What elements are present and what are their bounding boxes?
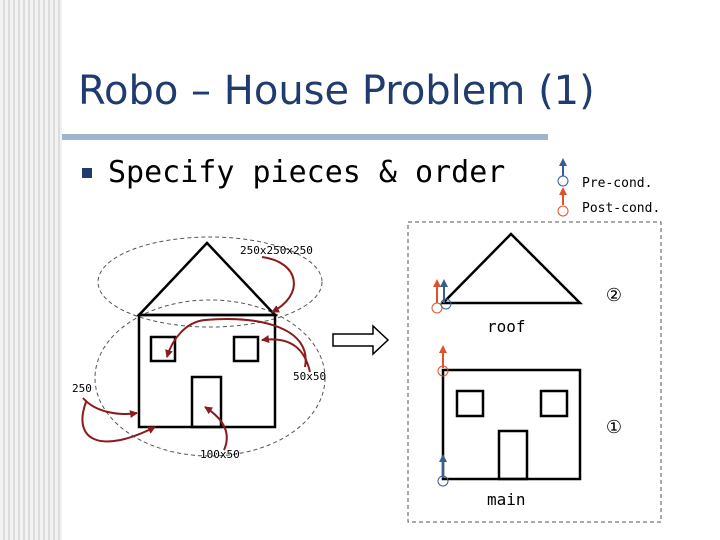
left-wall bbox=[137, 313, 277, 429]
door-dims-label: 100x50 bbox=[200, 448, 240, 461]
legend-postcondition-icon bbox=[557, 187, 569, 217]
bullet-square-icon bbox=[82, 168, 92, 178]
roof-label: roof bbox=[487, 317, 526, 336]
right-frame bbox=[407, 221, 662, 523]
left-door bbox=[190, 375, 223, 429]
title-underline bbox=[62, 134, 548, 140]
left-window-2 bbox=[232, 335, 260, 363]
roof-dims-label: 250x250x250 bbox=[240, 244, 313, 257]
roof-bounding-ellipse bbox=[97, 236, 323, 328]
decorative-stripes bbox=[0, 0, 62, 540]
right-roof bbox=[440, 232, 584, 305]
roof-post-condition-marker bbox=[431, 279, 443, 314]
dimension-arrows bbox=[81, 256, 311, 451]
transition-arrow-icon bbox=[332, 324, 390, 356]
wall-dims-label: 250 bbox=[72, 382, 92, 395]
right-door bbox=[497, 429, 529, 481]
right-roof-piece bbox=[440, 232, 584, 305]
left-window-1 bbox=[149, 335, 177, 363]
right-window-1 bbox=[455, 389, 485, 418]
legend-precondition-icon bbox=[557, 158, 569, 187]
right-wall bbox=[441, 368, 582, 481]
main-post-condition-marker bbox=[437, 345, 449, 377]
bullet-text: Specify pieces & order bbox=[108, 155, 506, 190]
left-house bbox=[136, 241, 278, 429]
body-bounding-ellipse bbox=[94, 299, 326, 457]
legend-precondition-label: Pre-cond. bbox=[582, 176, 653, 191]
main-order-label: ① bbox=[606, 417, 622, 438]
right-main-piece bbox=[441, 368, 582, 481]
roof-order-label: ② bbox=[606, 285, 622, 306]
slide-title: Robo – House Problem (1) bbox=[78, 68, 595, 114]
roof-pre-condition-marker bbox=[440, 279, 452, 310]
main-pre-condition-marker bbox=[437, 454, 449, 487]
window-dims-label: 50x50 bbox=[293, 370, 326, 383]
legend-postcondition-label: Post-cond. bbox=[582, 201, 661, 216]
right-window-2 bbox=[539, 389, 569, 418]
main-label: main bbox=[487, 490, 526, 509]
